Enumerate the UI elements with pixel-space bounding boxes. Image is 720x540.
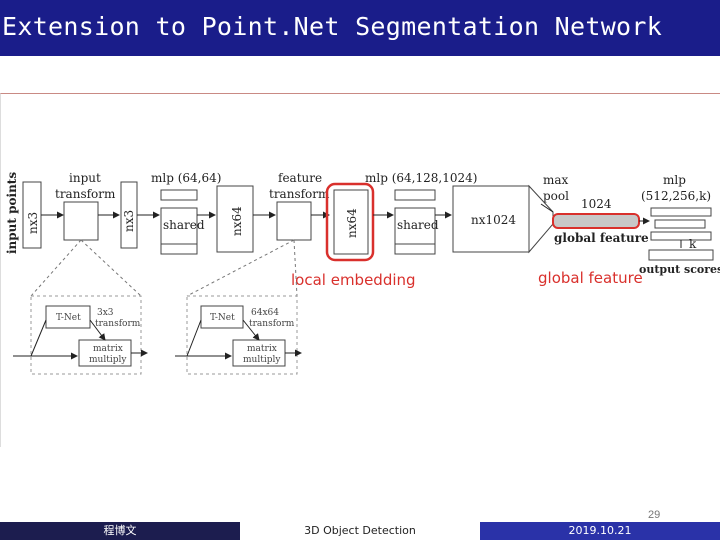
nx3-label-a: nx3 [26, 212, 40, 234]
title-bar: Extension to Point.Net Segmentation Netw… [0, 0, 720, 56]
page-number: 29 [648, 509, 661, 521]
local-embedding-label: local embedding [291, 271, 416, 289]
footer-course: 3D Object Detection [240, 522, 480, 540]
tnet-b-transform-label: 64x64 [251, 308, 279, 318]
nx1024-block [452, 185, 530, 253]
mlp-1024-shared-box [394, 207, 436, 249]
feature-transform-label: feature [278, 171, 322, 185]
svg-text:multiply: multiply [89, 355, 127, 365]
pointnet-diagram-figure: input points nx3 input transform nx3 mlp… [0, 93, 720, 447]
nx3-label-b: nx3 [122, 210, 136, 232]
svg-text:multiply: multiply [243, 355, 281, 365]
pointnet-diagram: input points nx3 input transform nx3 mlp… [5, 171, 720, 375]
n1024-label: 1024 [581, 197, 612, 211]
global-feature-small-label: global feature [554, 231, 649, 245]
shared-label-2: shared [397, 218, 439, 232]
input-points-label: input points [5, 172, 19, 254]
svg-text:transform: transform [55, 187, 116, 201]
svg-text:pool: pool [543, 189, 569, 203]
tnet-b-box [200, 305, 244, 329]
tnet-a-box [45, 305, 91, 329]
global-feature-label: global feature [538, 269, 643, 287]
mlp-64-shared-box [160, 207, 198, 249]
mlp-64-label: mlp (64,64) [151, 171, 221, 185]
global-feature-vector [552, 213, 640, 229]
matrix-multiply-a-label: matrix [93, 344, 123, 354]
mlp-1024-label: mlp (64,128,1024) [365, 171, 477, 185]
svg-text:(512,256,k): (512,256,k) [641, 189, 711, 203]
svg-text:transform: transform [269, 187, 330, 201]
k-label: k [689, 237, 697, 251]
input-transform-label: input [69, 171, 101, 185]
slide-title: Extension to Point.Net Segmentation Netw… [2, 12, 663, 41]
nx64-label-b: nx64 [345, 208, 359, 238]
svg-text:transform: transform [95, 319, 141, 329]
matrix-multiply-b-label: matrix [247, 344, 277, 354]
footer-date: 2019.10.21 [480, 522, 720, 540]
local-embedding-highlight [325, 182, 375, 262]
svg-text:transform: transform [249, 319, 295, 329]
output-scores-label: output scores [639, 263, 720, 276]
nx64-block [216, 185, 254, 253]
tnet-a-transform-label: 3x3 [97, 308, 114, 318]
shared-label-1: shared [163, 218, 205, 232]
max-pool-label: max [543, 173, 569, 187]
output-scores-box [648, 249, 714, 261]
nx64-label-a: nx64 [230, 206, 244, 236]
tnet-a-label: T-Net [56, 313, 81, 323]
tnet-b-label: T-Net [210, 313, 235, 323]
mlp-k-label: mlp [663, 173, 686, 187]
nx64-block-highlighted [333, 189, 369, 255]
footer-author: 程博文 [0, 522, 240, 540]
feature-transform-box [276, 201, 312, 241]
nx1024-label: nx1024 [471, 213, 516, 227]
footer-bar: 程博文 3D Object Detection 2019.10.21 [0, 522, 720, 540]
input-transform-box [63, 201, 99, 241]
matrix-multiply-a-box [78, 339, 132, 367]
